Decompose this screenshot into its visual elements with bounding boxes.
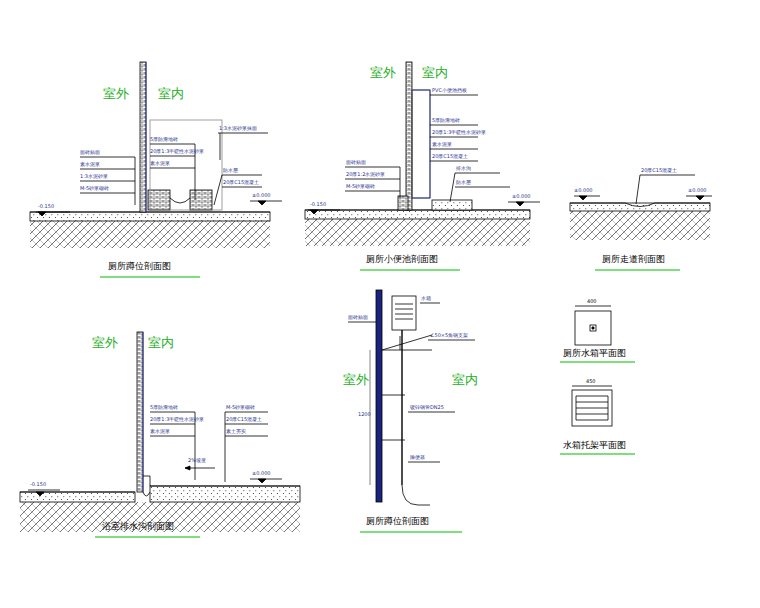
slope-note: 2%坡度: [188, 458, 206, 464]
layer-note: M-5砂浆砌砖: [346, 184, 375, 190]
layer-note: 排水沟: [456, 166, 471, 172]
layer-note: 素水泥浆: [150, 161, 170, 167]
section-title: 厕所小便池剖面图: [366, 255, 438, 264]
layer-note: 5厚防滑地砖: [150, 137, 178, 143]
layer-note: 20厚1:3干硬性水泥砂浆: [432, 130, 486, 136]
layer-note: 面砖贴面: [80, 150, 100, 156]
room-side: 室外: [370, 66, 396, 80]
layer-note: 20厚C15混凝土: [432, 154, 468, 160]
plan-title: 厕所水箱平面图: [563, 349, 626, 358]
elevation-mark: ±0.000: [574, 188, 593, 194]
layer-note: 素水泥浆: [150, 429, 170, 435]
layer-note: 5厚防滑地砖: [432, 118, 460, 124]
section-title: 浴室排水沟剖面图: [102, 522, 174, 531]
room-side: 室内: [148, 336, 174, 350]
layer-note: 20厚C15混凝土: [641, 168, 677, 174]
layer-note: 素土夯实: [226, 429, 246, 435]
section-title: 厕所蹲位剖面图: [108, 262, 171, 271]
part-note: 水箱: [421, 296, 431, 302]
dimension: 450: [586, 379, 596, 385]
layer-note: 素水泥浆: [432, 142, 452, 148]
room-side: 室外: [103, 87, 129, 101]
room-side: 室外: [92, 336, 118, 350]
elevation-mark: ±0.000: [512, 194, 531, 200]
dimension: 1200: [358, 412, 371, 418]
layer-note: 面砖贴面: [346, 160, 366, 166]
elevation-mark: ±0.000: [252, 193, 271, 199]
layer-note: 20厚C15混凝土: [223, 180, 259, 186]
elevation-mark: ±0.000: [252, 471, 271, 477]
room-side: 室外: [343, 373, 369, 387]
layer-note: M-5砂浆砌砖: [80, 186, 109, 192]
section-title: 厕所走道剖面图: [602, 255, 665, 264]
layer-note: 防水层: [456, 180, 471, 186]
layer-note: 1:3水泥砂浆抹面: [219, 126, 257, 132]
section-title: 厕所蹲位剖面图: [366, 517, 429, 526]
layer-note: 防水层: [223, 168, 238, 174]
layer-note: 1:3水泥砂浆: [80, 174, 108, 180]
elevation-mark: ±0.000: [688, 188, 707, 194]
layer-note: 20厚C15混凝土: [226, 417, 262, 423]
part-note: 镀锌钢管DN25: [410, 405, 444, 411]
part-note: 面砖贴面: [348, 315, 368, 321]
part-note: ∠50×5角钢支架: [430, 333, 468, 339]
elevation-mark: -0.150: [30, 482, 46, 488]
layer-note: 20厚1:3干硬性水泥砂浆: [150, 417, 204, 423]
layer-note: PVC小便池挡板: [432, 88, 467, 94]
layer-note: 20厚1:3干硬性水泥砂浆: [150, 149, 204, 155]
room-side: 室内: [422, 66, 448, 80]
room-side: 室内: [452, 373, 478, 387]
part-note: 蹲便器: [410, 455, 425, 461]
room-side: 室内: [158, 87, 184, 101]
layer-note: 5厚防滑地砖: [150, 405, 178, 411]
elevation-mark: -0.150: [310, 202, 326, 208]
dimension: 400: [587, 299, 597, 305]
plan-title: 水箱托架平面图: [563, 441, 626, 450]
layer-note: M-5砂浆砌砖: [226, 405, 255, 411]
elevation-mark: -0.150: [38, 204, 54, 210]
layer-note: 20厚1:2水泥砂浆: [346, 172, 385, 178]
layer-note: 素水泥浆: [80, 162, 100, 168]
